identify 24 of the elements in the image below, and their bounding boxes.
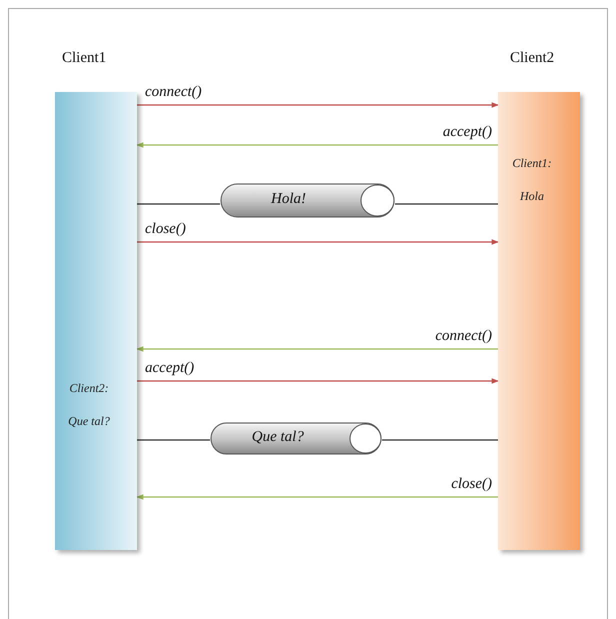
connector-line	[137, 439, 210, 441]
arrow	[136, 346, 498, 352]
lifeline-heading: Client2	[510, 50, 554, 67]
arrow	[137, 102, 499, 108]
message-text: Que tal?	[250, 428, 305, 446]
lifeline-note: Client2: Que tal?	[67, 380, 111, 430]
edge-label: connect()	[145, 84, 202, 101]
lifeline-note: Client1: Hola	[511, 155, 553, 205]
edge-label: accept()	[442, 124, 492, 141]
edge-label: accept()	[145, 360, 194, 377]
connector-line	[382, 439, 498, 441]
arrow	[136, 494, 498, 500]
lifeline-heading: Client1	[62, 50, 106, 67]
cylinder	[220, 183, 395, 218]
cylinder	[210, 422, 382, 455]
arrow	[136, 142, 498, 148]
connector-line	[137, 203, 220, 205]
connector-line	[395, 203, 498, 205]
arrow	[137, 378, 499, 384]
edge-label: connect()	[435, 328, 492, 345]
message-text: Hola!	[270, 190, 307, 208]
edge-label: close()	[451, 476, 492, 493]
edge-label: close()	[145, 221, 186, 238]
arrow	[137, 239, 499, 245]
